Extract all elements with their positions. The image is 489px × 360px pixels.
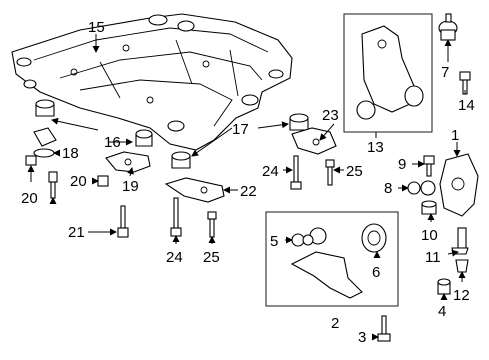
callout-11: 11 [425,249,441,266]
callout-23: 23 [322,107,339,124]
cap-12 [455,259,469,273]
callout-25b: 25 [346,163,363,180]
callout-15: 15 [88,19,105,36]
callout-5: 5 [270,233,278,250]
callout-20a: 20 [21,190,38,207]
bolt-25 [207,159,335,238]
bolt-3 [377,315,391,342]
knuckle-box [343,13,433,133]
callout-18: 18 [62,145,79,162]
callout-4: 4 [438,303,446,320]
bracket-22 [164,177,225,203]
callout-24b: 24 [262,163,279,180]
callout-17: 17 [232,121,249,138]
callout-20b: 20 [70,173,87,190]
callout-19: 19 [122,178,139,195]
callout-22: 22 [240,183,257,200]
callout-labels: 15 16 17 18 19 20 20 21 22 23 24 24 25 2… [21,19,475,346]
callout-1: 1 [451,127,459,144]
bushing-10 [421,200,437,215]
callout-25a: 25 [203,249,220,266]
nut-4 [437,278,451,295]
knuckle-13 [356,25,424,120]
callout-12: 12 [453,287,470,304]
control-arm-box [265,211,399,307]
callout-7: 7 [441,64,449,81]
leader-lines [27,34,466,341]
bushing-8 [407,180,436,196]
callout-3: 3 [358,329,366,346]
ball-joint-7 [438,13,458,41]
callout-10: 10 [421,227,438,244]
callout-8: 8 [384,180,392,197]
callout-14: 14 [458,97,475,114]
bracket-19 [105,151,151,173]
callout-2: 2 [331,315,339,332]
subframe-crossmember [11,13,293,151]
bolt-9 [423,155,435,177]
callout-9: 9 [398,156,406,173]
control-arm-2 [290,223,387,299]
callout-24a: 24 [166,249,183,266]
knuckle-1 [439,153,479,217]
stud-11 [451,227,469,255]
callout-13: 13 [367,139,384,156]
bracket-23 [291,127,337,155]
retainer-18 [33,127,57,158]
subframe-bushing-16 [35,99,153,147]
bolt-21 [48,171,129,238]
callout-6: 6 [372,264,380,281]
callout-16: 16 [104,134,121,151]
bolt-24 [170,155,302,237]
bushing-5 [291,233,314,247]
callout-21: 21 [68,224,85,241]
